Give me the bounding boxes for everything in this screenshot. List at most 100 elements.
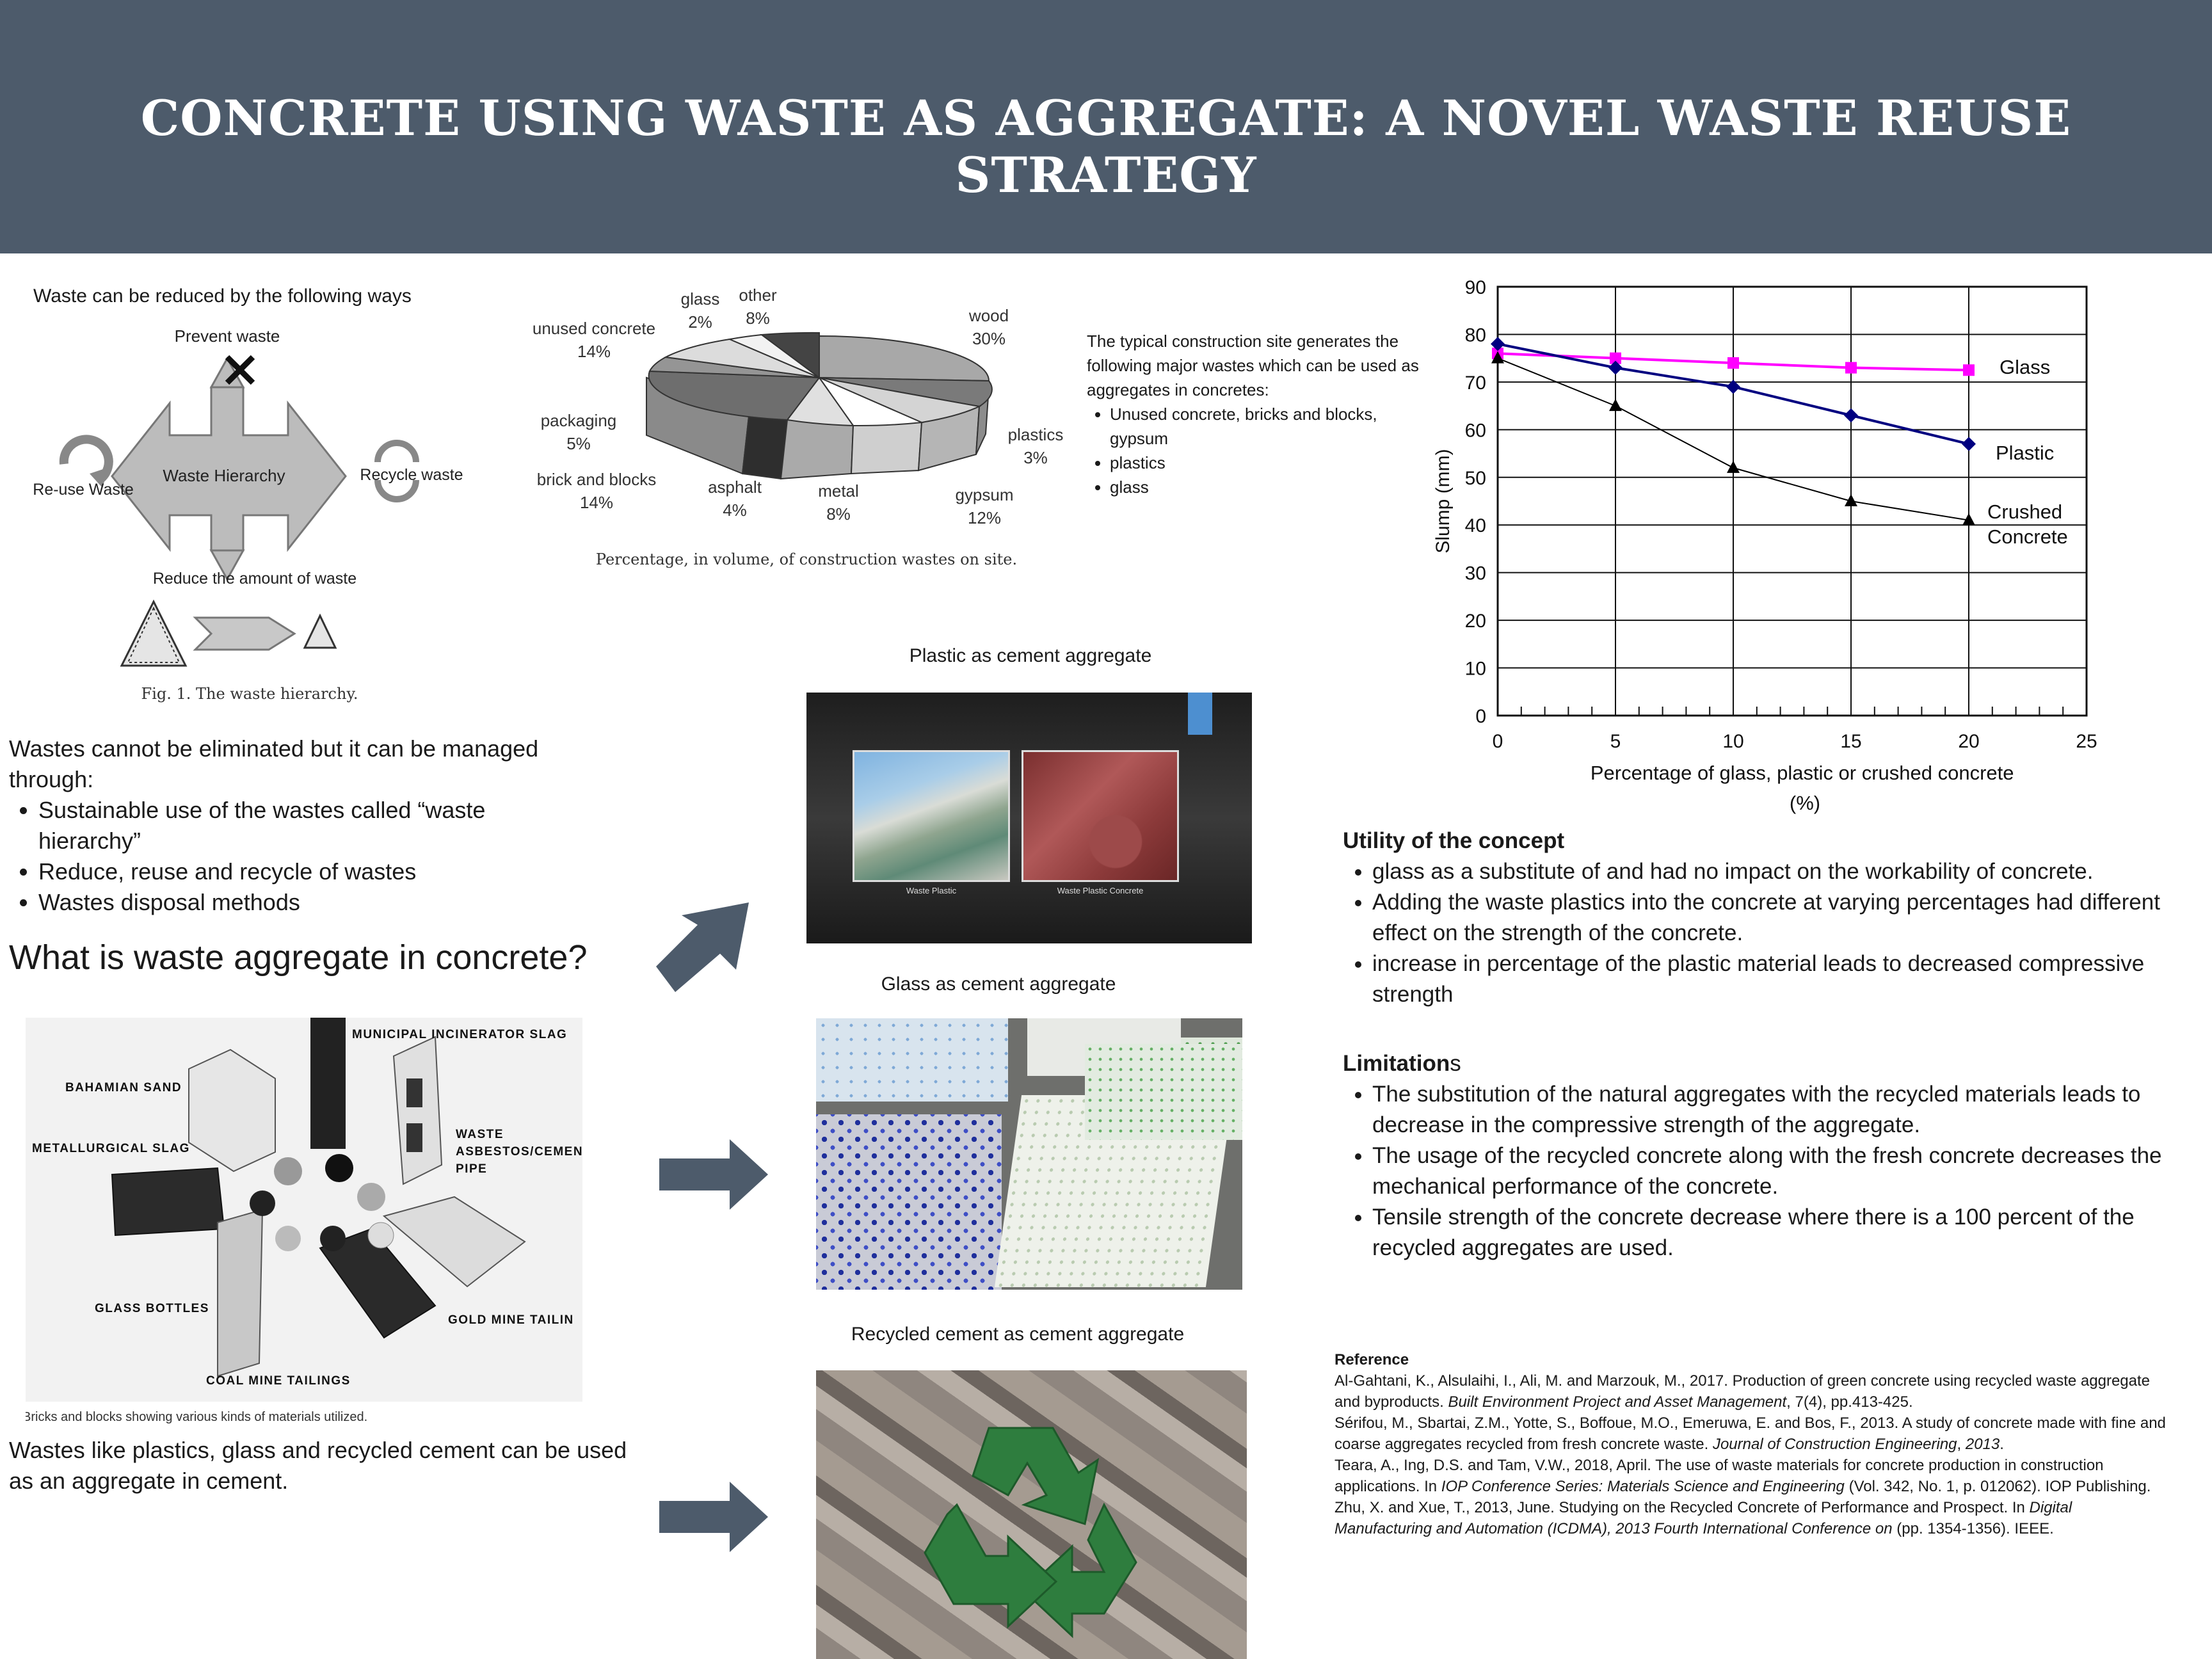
list-item: The substitution of the natural aggregat… [1372, 1079, 2162, 1141]
pie-label-gypsum: gypsum [955, 485, 1013, 504]
data-point [1845, 494, 1857, 506]
y-tick-label: 60 [1465, 420, 1486, 441]
prevent-waste-label: Prevent waste [175, 326, 280, 346]
y-tick-label: 80 [1465, 325, 1486, 346]
list-item: Unused concrete, bricks and blocks, gyps… [1110, 402, 1426, 451]
y-tick-label: 10 [1465, 659, 1486, 680]
utility-list: glass as a substitute of and had no impa… [1343, 856, 2200, 1010]
down-arrow-tip [209, 549, 245, 582]
series-label-crushed-1: Crushed [1987, 501, 2062, 523]
pie-side-walls [646, 376, 990, 480]
y-tick-label: 20 [1465, 611, 1486, 632]
brick-label-asbestos: ASBESTOS/CEMENT [456, 1145, 582, 1158]
series-label-crushed-2: Concrete [1987, 525, 2068, 548]
limitations-block: Limitations The substitution of the natu… [1343, 1048, 2200, 1263]
recycled-heading: Recycled cement as cement aggregate [851, 1324, 1185, 1345]
pie-label-unused-concrete: unused concrete [533, 319, 655, 338]
references-block: Reference Al-Gahtani, K., Alsulaihi, I.,… [1334, 1349, 2167, 1539]
bricks-caption: Bricks and blocks showing various kinds … [26, 1410, 367, 1424]
poster-title: CONCRETE USING WASTE AS AGGREGATE: A NOV… [140, 90, 2072, 204]
limitations-heading: Limitations [1343, 1051, 1461, 1076]
slide-accent [1188, 693, 1212, 735]
reuse-label: Re-use Waste [33, 481, 133, 499]
chart-series [1491, 337, 1976, 525]
waste-plastic-photo [853, 750, 1010, 882]
brick-label-municipal: MUNICIPAL INCINERATOR SLAG [352, 1028, 567, 1041]
small-pile-icon [303, 613, 337, 649]
reduce-arrow [193, 616, 296, 651]
diagonal-arrow-icon [656, 902, 749, 992]
brick-label-gold: GOLD MINE TAILIN [448, 1313, 574, 1327]
plastic-slide: Waste Plastic Waste Plastic Concrete [806, 693, 1252, 943]
data-point [1963, 364, 1975, 376]
waste-plastic-concrete-caption: Waste Plastic Concrete [1057, 886, 1144, 895]
waste-hierarchy-figure: Prevent waste Waste Hierarchy Re-use Was… [33, 326, 463, 703]
pie-pct-unused-concrete: 14% [577, 342, 611, 361]
x-tick-label: 10 [1722, 731, 1743, 752]
data-point [1962, 437, 1976, 451]
y-tick-label: 50 [1465, 468, 1486, 489]
right-arrow-icon [659, 1139, 768, 1210]
recycle-label: Recycle waste [360, 466, 463, 484]
references-heading: Reference [1334, 1351, 1409, 1368]
plastic-heading: Plastic as cement aggregate [909, 645, 1152, 666]
reference-entry: Al-Gahtani, K., Alsulaihi, I., Ali, M. a… [1334, 1372, 2151, 1411]
y-axis-label: Slump (mm) [1432, 449, 1454, 553]
data-point [1727, 357, 1739, 369]
pie-pct-metal: 8% [826, 504, 851, 524]
waste-plastic-caption: Waste Plastic [906, 886, 957, 895]
data-point [1726, 380, 1740, 394]
list-item: Tensile strength of the concrete decreas… [1372, 1202, 2162, 1263]
pie-label-metal: metal [818, 481, 859, 501]
slice-other [760, 332, 820, 379]
pie-label-plastics: plastics [1008, 425, 1064, 444]
pie-pct-wood: 30% [972, 329, 1006, 348]
title-banner [0, 0, 2212, 253]
hierarchy-intro: Waste can be reduced by the following wa… [33, 285, 412, 307]
brick-label-metallurgical: METALLURGICAL SLAG [32, 1142, 190, 1155]
reference-entry: Teara, A., Ing, D.S. and Tam, V.W., 2018… [1334, 1457, 2151, 1495]
y-tick-label: 30 [1465, 563, 1486, 584]
slice-brick-blocks [648, 370, 821, 421]
pie-label-other: other [739, 285, 777, 305]
site-list: Unused concrete, bricks and blocks, gyps… [1087, 402, 1426, 499]
list-item: Adding the waste plastics into the concr… [1372, 887, 2200, 949]
slice-unused-concrete [663, 338, 820, 378]
x-axis-label: Percentage of glass, plastic or crushed … [1591, 762, 2019, 814]
glass-concrete-photo [816, 1018, 1242, 1290]
pie-label-wood: wood [968, 306, 1009, 325]
recycled-rubble-photo [816, 1370, 1247, 1659]
list-item: plastics [1110, 451, 1426, 475]
data-point [1491, 351, 1504, 364]
recycle-symbol-icon [924, 1427, 1137, 1639]
data-point [1845, 362, 1857, 374]
y-tick-label: 0 [1475, 706, 1486, 727]
recycle-arrows-icon [374, 440, 419, 502]
manage-intro: Wastes cannot be eliminated but it can b… [9, 735, 539, 792]
data-point [1610, 352, 1621, 364]
pie-pct-plastics: 3% [1023, 448, 1048, 467]
slice-wood [819, 335, 990, 382]
glass-heading: Glass as cement aggregate [881, 974, 1116, 995]
y-tick-label: 40 [1465, 515, 1486, 536]
brick-label-pipe: PIPE [456, 1162, 487, 1176]
question-heading: What is waste aggregate in concrete? [9, 938, 588, 977]
large-pile-icon [120, 599, 188, 667]
list-item: increase in percentage of the plastic ma… [1372, 949, 2200, 1010]
waste-plastic-concrete-photo [1022, 750, 1179, 882]
x-tick-label: 0 [1493, 731, 1503, 752]
reference-entry: Zhu, X. and Xue, T., 2013, June. Studyin… [1334, 1499, 2072, 1537]
pie-pct-brick: 14% [580, 493, 613, 512]
list-item: The usage of the recycled concrete along… [1372, 1141, 2162, 1202]
pie-label-glass: glass [681, 289, 720, 309]
manage-block: Wastes cannot be eliminated but it can b… [9, 733, 572, 918]
series-label-plastic: Plastic [1996, 442, 2054, 464]
brick-shapes [111, 1018, 526, 1377]
manage-list: Sustainable use of the wastes called “wa… [9, 795, 572, 918]
cross-x-icon [225, 355, 255, 385]
pie-pct-other: 8% [746, 309, 770, 328]
data-point [1608, 360, 1623, 375]
pie-top [648, 332, 993, 427]
